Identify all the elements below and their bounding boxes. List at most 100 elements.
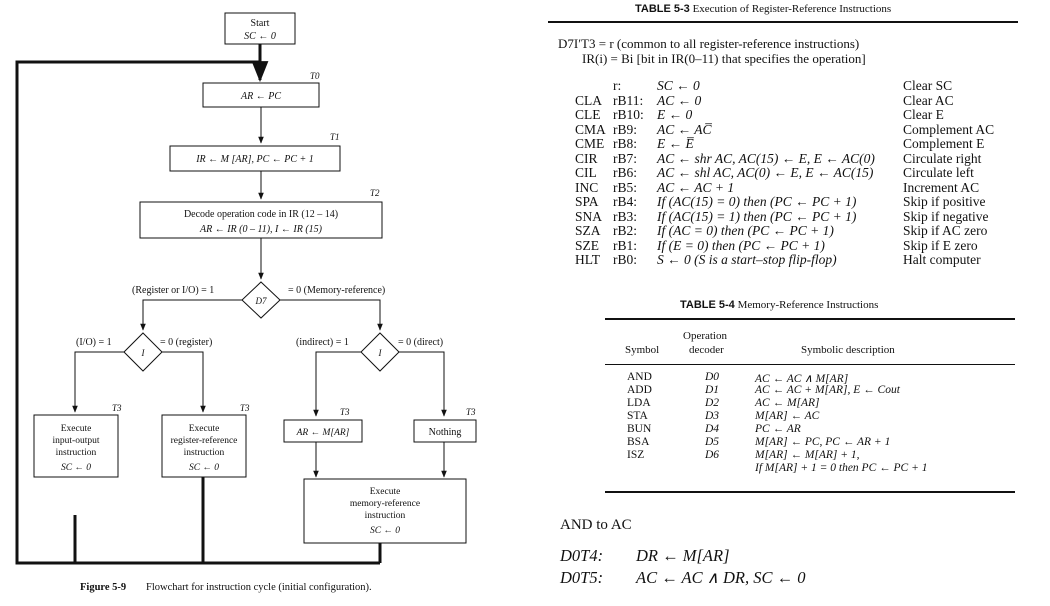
table53-symbol: INC [575,179,599,195]
mem-line-2: memory-reference [350,498,420,509]
timing-t1: T1 [330,132,340,142]
table53-operation: If (AC(15) = 0) then (PC ← PC + 1) [657,194,857,209]
table54-row: ISZ D6 M[AR] ← M[AR] + 1, [605,449,1015,461]
table54-description: AC ← M[AR] [755,397,820,409]
decode-box [139,201,383,239]
timing-t3-indirect: T3 [340,407,350,417]
table53-description: Complement AC [903,121,995,137]
mem-line-3: instruction [365,511,406,521]
and-timing-label: D0T4: [560,546,604,565]
table54-decoder: D0 [705,371,720,383]
ir-fetch-box [169,145,341,172]
table54-top-rule [605,318,1015,320]
table54-description: AC ← AC ∧ M[AR] [755,373,849,385]
table53-description: Clear E [903,107,944,122]
table53-operation: E ← 0 [657,107,693,122]
table54-symbol: STA [627,410,648,422]
mem-line-1: Execute [370,487,401,497]
table54-description: M[AR] ← AC [755,410,820,422]
figure-caption: Flowchart for instruction cycle (initial… [146,582,372,593]
mem-line-4: SC ← 0 [370,526,400,536]
table54-description: M[AR] ← M[AR] + 1, [755,449,860,461]
table53-rb: rB0: [613,252,638,267]
i-left-label: I [141,348,146,358]
table53-rb: rB3: [613,208,638,224]
table53-symbol: CLA [575,92,602,108]
table53-symbol: SPA [575,194,599,209]
table54-row: AND D0 AC ← AC ∧ M[AR] [605,371,1015,385]
io-line-4: SC ← 0 [61,463,91,473]
table53-symbol: CIR [575,150,598,166]
table53-symbol: CLE [575,107,601,122]
table53-description: Complement E [903,136,985,151]
table54-decoder: D3 [705,410,720,422]
table54-decoder: D2 [705,397,720,409]
table53-top-rule [548,21,1018,23]
table53-rb: rB1: [613,237,638,253]
table53-description: Skip if positive [903,194,986,209]
col-decoder-2: decoder [689,344,724,356]
i-left-zero-label: = 0 (register) [160,337,212,348]
nothing-label: Nothing [429,427,462,438]
reg-line-2: register-reference [171,435,238,446]
table53-operation: S ← 0 (S is a start–stop flip-flop) [657,252,837,267]
table53-rb: rB11: [613,92,644,108]
table53-header-line2: IR(i) = Bi [bit in IR(0–11) that specifi… [582,51,866,66]
d7-label: D7 [255,296,267,306]
table53-symbol: CME [575,136,605,151]
start-sc-label: SC ← 0 [244,31,276,42]
table54-decoder: D6 [705,449,720,461]
io-line-3: instruction [56,448,97,458]
ar-pc-label: AR ← PC [240,91,281,102]
table53-title: Execution of Register-Reference Instruct… [692,3,892,15]
ir-fetch-label: IR ← M [AR], PC ← PC + 1 [195,154,314,165]
table53-rb: rB4: [613,194,638,209]
timing-t3-io: T3 [112,403,122,413]
table54-symbol: ISZ [627,449,645,461]
and-timing-label: D0T5: [560,568,604,587]
table53-description: Circulate right [903,150,982,166]
table53-description: Skip if negative [903,208,989,224]
timing-t3-direct: T3 [466,407,476,417]
table53-description: Halt computer [903,252,981,267]
decode-label-2: AR ← IR (0 – 11), I ← IR (15) [199,224,323,235]
table54-symbol: ADD [627,384,652,396]
figure-label: Figure 5-9 [80,582,126,593]
table53-description: Increment AC [903,179,980,195]
table54-decoder: D1 [705,384,720,396]
and-microop-text: DR ← M[AR] [636,546,730,565]
table54-row: STA D3 M[AR] ← AC [605,410,1015,422]
table53-symbol: CIL [575,165,597,180]
col-description: Symbolic description [801,344,895,356]
table53-operation: If (AC = 0) then (PC ← PC + 1) [657,223,834,238]
table54-header-rule [605,364,1015,365]
table53-rb: rB7: [613,150,638,166]
table53-symbol: SZE [575,237,600,253]
table53-operation: AC ← AC + 1 [657,179,735,195]
start-label: Start [251,18,270,29]
table54-decoder: D5 [705,436,720,448]
table53-operation: AC ← AC̅ [657,121,712,137]
indirect-box [283,419,363,443]
i-right-one-label: (indirect) = 1 [296,337,349,348]
and-section-title: AND to AC [560,517,632,533]
table53-operation: If (AC(15) = 1) then (PC ← PC + 1) [657,208,857,224]
i-right-label: I [378,348,383,358]
table54-symbol: BUN [627,423,652,435]
table54-symbol: AND [627,371,652,383]
table53-label: TABLE 5-3 [635,3,690,15]
nothing-box [413,419,477,443]
table53-operation: If (E = 0) then (PC ← PC + 1) [657,237,825,253]
reg-line-4: SC ← 0 [189,463,219,473]
table53-description: Circulate left [903,165,974,180]
d7-left-label: (Register or I/O) = 1 [132,285,214,296]
timing-t0: T0 [310,71,320,81]
table54-title: Memory-Reference Instructions [737,299,879,311]
table53-rb: rB10: [613,107,644,122]
table54-description: If M[AR] + 1 = 0 then PC ← PC + 1 [755,462,928,474]
table53-symbol: SZA [575,223,601,238]
io-line-2: input-output [53,436,100,446]
